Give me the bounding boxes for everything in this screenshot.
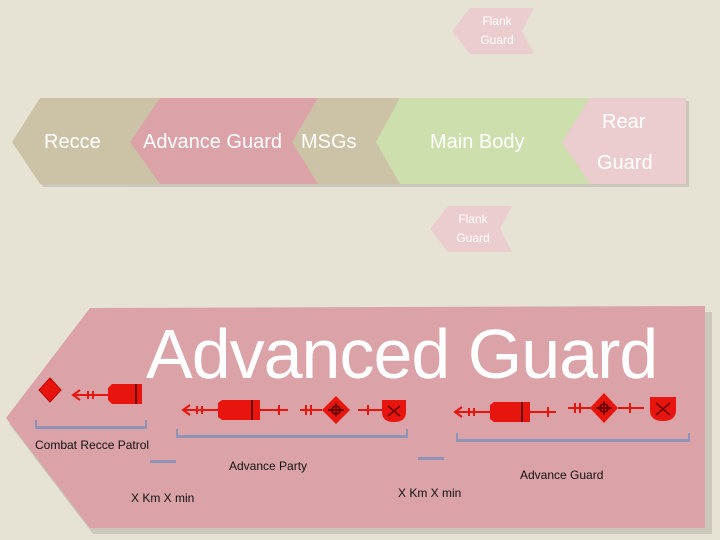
flank-guard-top-line2: Guard	[480, 33, 514, 47]
advance-party-label: Advance Party	[229, 459, 308, 473]
gap-2-label: X Km X min	[398, 486, 462, 500]
recce-diamond-icon	[38, 377, 62, 403]
advance-party-diamond-icon	[300, 396, 350, 424]
march-order-row: Recce Advance Guard MSGs Main Body Rear …	[0, 0, 720, 200]
advance-guard-bar	[456, 439, 690, 442]
advance-party-bar	[176, 435, 408, 438]
msgs-shape	[292, 98, 402, 184]
rear-guard-shape	[562, 98, 686, 184]
advance-guard-lance-icon	[453, 402, 556, 422]
advanced-guard-title: Advanced Guard	[146, 315, 658, 393]
advance-guard-bar-tick-left	[456, 433, 458, 442]
flank-guard-bottom-chevron: Flank Guard	[430, 206, 512, 252]
advance-guard-recce-icon	[650, 397, 676, 421]
recce-label: Recce	[44, 131, 101, 153]
advance-guard-diamond-icon	[568, 393, 644, 423]
advance-party-lance-icon	[181, 400, 288, 420]
march-order-shapes	[12, 98, 689, 187]
recce-lance-icon	[71, 384, 142, 404]
flank-guard-bottom-line2: Guard	[456, 231, 490, 245]
advance-party-bar-tick-left	[176, 429, 178, 438]
flank-guard-bottom-shape	[430, 206, 512, 252]
advanced-guard-panel: Advanced Guard	[0, 300, 720, 540]
combat-recce-patrol-bar-tick-right	[145, 420, 147, 429]
combat-recce-patrol-label: Combat Recce Patrol	[35, 438, 150, 452]
flank-guard-top-shape	[452, 8, 534, 54]
main-body-label: Main Body	[430, 131, 525, 153]
main-body-shape	[376, 98, 590, 184]
unit-symbols	[38, 377, 676, 424]
advance-party-bar-tick-right	[406, 429, 408, 438]
advance-guard-label: Advance Guard	[520, 468, 604, 482]
advance-guard-label: Advance Guard	[143, 131, 282, 153]
advance-guard-shape	[130, 98, 320, 184]
rear-guard-line2: Guard	[597, 152, 653, 174]
gap-bar-1	[150, 460, 176, 463]
gap-1-label: X Km X min	[131, 491, 195, 505]
gap-bar-2	[418, 457, 444, 460]
advance-guard-bar-tick-right	[688, 433, 690, 442]
msgs-label: MSGs	[301, 131, 357, 153]
rear-guard-line1: Rear	[602, 111, 646, 133]
combat-recce-patrol-bar	[35, 426, 147, 429]
flank-guard-top-line1: Flank	[482, 14, 512, 28]
combat-recce-patrol-bar-tick-left	[35, 420, 37, 429]
advanced-guard-shape	[6, 306, 712, 534]
flank-guard-top-chevron: Flank Guard	[452, 8, 534, 54]
recce-shape	[12, 98, 160, 184]
advance-party-recce-icon	[358, 400, 406, 422]
flank-guard-bottom-line1: Flank	[458, 212, 488, 226]
